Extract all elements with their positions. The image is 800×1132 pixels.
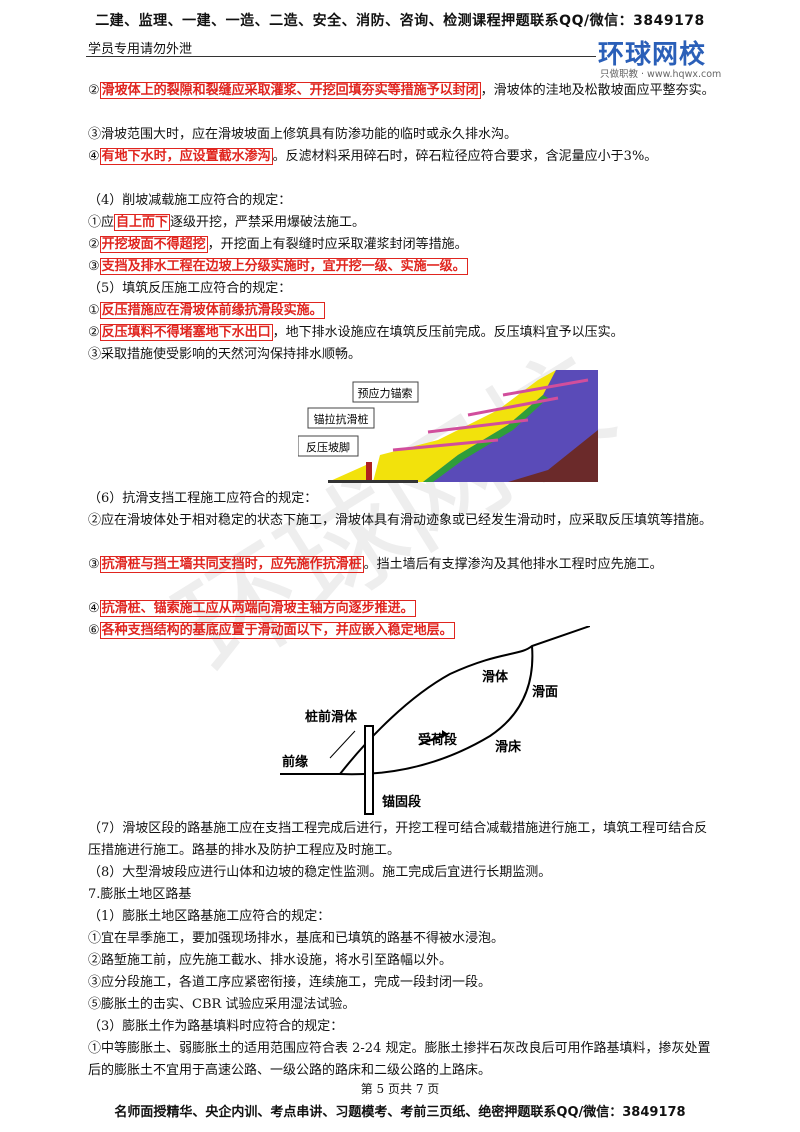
label-counter-berm: 反压坡脚 — [306, 440, 350, 454]
highlight-text: 支挡及排水工程在边坡上分级实施时，宜开挖一级、实施一级。 — [99, 258, 468, 275]
ground-surface-line — [280, 626, 590, 775]
highlight-text: 自上而下 — [114, 214, 171, 231]
anchor-cable — [467, 396, 559, 417]
slip-surface-line — [339, 645, 534, 776]
para-stable-state: ②应在滑坡体处于相对稳定的状态下施工，滑坡体具有滑动迹象或已经发生滑动时，应采取… — [88, 513, 713, 528]
para-cut-drainage: ②路堑施工前，应先施工截水、排水设施，将水引至路幅以外。 — [88, 953, 453, 968]
body-text: ，地下排水设施应在填筑反压前完成。反压填料宜予以压实。 — [272, 325, 624, 340]
label-box — [352, 381, 419, 403]
body-text: 。挡土墙后有支撑渗沟及其他排水工程时应先施工。 — [363, 557, 663, 572]
item-number: ② — [88, 325, 100, 340]
anti-slide-pile — [364, 725, 374, 815]
slip-zone — [423, 395, 548, 482]
item-number: ③ — [88, 557, 100, 572]
item-number: ① — [88, 303, 100, 318]
footer-banner: 名师面授精华、央企内训、考点串讲、习题模考、考前三页纸、绝密押题联系QQ/微信：… — [114, 1105, 686, 1120]
para-segment-work: ③应分段施工，各道工序应紧密衔接，连续施工，完成一段封闭一段。 — [88, 975, 492, 990]
anti-slide-pile — [366, 462, 372, 482]
para-natural-channel: ③采取措施使受影响的天然河沟保持排水顺畅。 — [88, 347, 362, 362]
highlight-text: 抗滑桩与挡土墙共同支挡时，应先施作抗滑桩 — [99, 556, 364, 573]
anchor-cable — [427, 418, 529, 434]
leader-line — [329, 730, 356, 759]
label-front-edge: 前缘 — [282, 754, 308, 770]
anti-slide-pile-diagram: 桩前滑体 前缘 受荷段 锚固段 滑体 滑面 滑床 — [280, 626, 590, 815]
label-anchored-pile: 锚拉抗滑桩 — [314, 412, 369, 426]
section-expansive-soil: 7.膨胀土地区路基 — [88, 887, 192, 902]
para-top-down: ①应自上而下逐级开挖，严禁采用爆破法施工。 — [88, 212, 720, 234]
item-number: ② — [88, 237, 100, 252]
item-number: ④ — [88, 601, 100, 616]
header-banner: 二建、监理、一建、一造、二造、安全、消防、咨询、检测课程押题联系QQ/微信：38… — [95, 13, 705, 29]
label-front-mass: 桩前滑体 — [305, 709, 358, 725]
anchor-cable — [502, 378, 589, 397]
item-number: ② — [88, 83, 100, 98]
body-text: ，滑坡体的洼地及松散坡面应平整夯实。 — [480, 83, 715, 98]
label-slide-surface: 滑面 — [532, 684, 558, 700]
label-slide-bed: 滑床 — [495, 739, 522, 755]
page-number: 第 5 页共 7 页 — [360, 1082, 440, 1096]
item-number: ⑥ — [88, 623, 100, 638]
highlight-text: 反压填料不得堵塞地下水出口 — [99, 324, 273, 341]
subsection-fill-rules: （3）膨胀土作为路基填料时应符合的规定： — [88, 1019, 344, 1034]
road-base — [328, 480, 418, 483]
brand-logo: 环球网校 — [598, 40, 707, 70]
body-text: 逐级开挖，严禁采用爆破法施工。 — [170, 215, 366, 230]
arrow-head — [442, 730, 448, 738]
highlight-text: 抗滑桩、锚索施工应从两端向滑坡主轴方向逐步推进。 — [99, 600, 416, 617]
sliding-mass — [373, 370, 556, 482]
section-retaining: （6）抗滑支挡工程施工应符合的规定： — [88, 491, 318, 506]
section-counter-pressure: （5）填筑反压施工应符合的规定： — [88, 281, 292, 296]
subsection-expansive-rules: （1）膨胀土地区路基施工应符合的规定： — [88, 909, 331, 924]
para-dry-season: ①宜在旱季施工，要加强现场排水，基底和已填筑的路基不得被水浸泡。 — [88, 931, 505, 946]
label-slide-body: 滑体 — [482, 669, 509, 685]
label-box — [298, 435, 359, 457]
para-drainage-ditch: ③滑坡范围大时，应在滑坡坡面上修筑具有防渗功能的临时或永久排水沟。 — [88, 127, 518, 142]
para-monitoring: （8）大型滑坡段应进行山体和边坡的稳定性监测。施工完成后宜进行长期监测。 — [88, 865, 552, 880]
item-number: ①应 — [88, 215, 115, 230]
section-cut-unloading: （4）削坡减载施工应符合的规定： — [88, 193, 292, 208]
item-number: ④ — [88, 149, 100, 164]
item-number: ③ — [88, 259, 100, 274]
highlight-text: 滑坡体上的裂隙和裂缝应采取灌浆、开挖回填夯实等措施予以封闭 — [99, 82, 481, 99]
para-fill-material: ①中等膨胀土、弱膨胀土的适用范围应符合表 2-24 规定。膨胀土掺拌石灰改良后可… — [88, 1041, 711, 1078]
highlight-text: 开挖坡面不得超挖 — [99, 236, 208, 253]
highlight-text: 有地下水时，应设置截水渗沟 — [99, 148, 273, 165]
header-divider — [86, 56, 596, 57]
label-anchor-section: 锚固段 — [382, 794, 421, 810]
highlight-text: 反压措施应在滑坡体前缘抗滑段实施。 — [99, 302, 325, 319]
anchor-cable — [392, 438, 499, 452]
confidential-note: 学员专用请勿外泄 — [88, 42, 193, 57]
para-wet-test: ⑤膨胀土的击实、CBR 试验应采用湿法试验。 — [88, 997, 356, 1012]
body-text: ，开挖面上有裂缝时应采取灌浆封闭等措施。 — [207, 237, 468, 252]
body-text: 。反滤材料采用碎石时，碎石粒径应符合要求，含泥量应小于3%。 — [272, 149, 658, 164]
label-prestressed-anchor: 预应力锚索 — [358, 386, 413, 400]
label-loaded-section: 受荷段 — [418, 732, 457, 748]
para-roadbed-sequence: （7）滑坡区段的路基施工应在支挡工程完成后进行，开挖工程可结合减载措施进行施工，… — [88, 821, 708, 858]
toe-berm — [328, 465, 366, 482]
highlight-text: 各种支挡结构的基底应置于滑动面以下，并应嵌入稳定地层。 — [99, 622, 455, 639]
brand-tagline: 只做职教 · www.hqwx.com — [600, 69, 722, 80]
slope-anchor-diagram: 预应力锚索 锚拉抗滑桩 反压坡脚 — [298, 370, 598, 483]
label-box — [307, 407, 375, 429]
